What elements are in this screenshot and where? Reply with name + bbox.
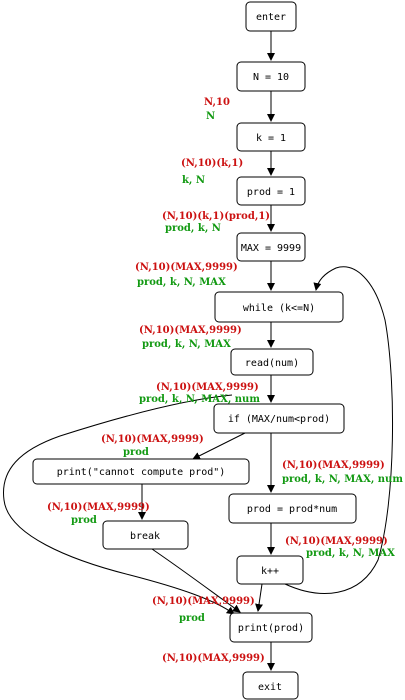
annotation-12-constants: (N,10)(MAX,9999) (162, 653, 265, 664)
node-read-label: read(num) (245, 358, 299, 369)
node-k-increment-label: k++ (261, 566, 279, 577)
annotation-11-constants: (N,10)(MAX,9999) (152, 596, 255, 607)
node-max-assign[interactable]: MAX = 9999 (236, 232, 306, 262)
annotation-9-constants: (N,10)(MAX,9999) (47, 502, 150, 513)
node-if[interactable]: if (MAX/num<prod) (213, 403, 345, 434)
annotation-11-live: prod (179, 613, 205, 624)
node-n-assign-label: N = 10 (253, 72, 289, 83)
node-exit[interactable]: exit (242, 671, 299, 700)
node-prod-assign-label: prod = 1 (247, 187, 295, 198)
node-k-assign-label: k = 1 (256, 133, 286, 144)
annotation-8-live: prod, k, N, MAX, num (282, 474, 403, 485)
node-enter[interactable]: enter (245, 1, 297, 32)
node-max-assign-label: MAX = 9999 (241, 243, 301, 254)
node-print-error-label: print("cannot compute prod") (57, 467, 226, 478)
annotation-5-live: prod, k, N, MAX (142, 339, 231, 350)
annotation-9-live: prod (71, 515, 97, 526)
annotations: N,10 N (N,10)(k,1) k, N (N,10)(k,1)(prod… (47, 97, 403, 664)
edge-if-printerr (192, 432, 246, 460)
node-k-assign[interactable]: k = 1 (236, 122, 306, 152)
node-print-error[interactable]: print("cannot compute prod") (32, 458, 250, 485)
node-read[interactable]: read(num) (230, 348, 314, 376)
edge-kpp-printprod (255, 583, 263, 612)
edges (3, 31, 394, 671)
node-while[interactable]: while (k<=N) (214, 291, 344, 323)
node-prod-assign[interactable]: prod = 1 (236, 176, 306, 206)
node-if-label: if (MAX/num<prod) (228, 414, 330, 425)
node-n-assign[interactable]: N = 10 (236, 61, 306, 92)
annotation-1-live: N (206, 111, 215, 122)
annotation-3-live: prod, k, N (165, 223, 221, 234)
annotation-2-constants: (N,10)(k,1) (181, 158, 243, 169)
node-k-increment[interactable]: k++ (236, 555, 304, 585)
annotation-7-constants: (N,10)(MAX,9999) (101, 434, 204, 445)
annotation-4-constants: (N,10)(MAX,9999) (135, 262, 238, 273)
annotation-10-live: prod, k, N, MAX (306, 548, 395, 559)
annotation-6-constants: (N,10)(MAX,9999) (156, 382, 259, 393)
annotation-6-live: prod, k, N, MAX, num (139, 394, 260, 405)
annotation-8-constants: (N,10)(MAX,9999) (282, 460, 385, 471)
node-prod-multiply-label: prod = prod*num (247, 504, 337, 515)
annotation-3-constants: (N,10)(k,1)(prod,1) (162, 211, 270, 222)
node-prod-multiply[interactable]: prod = prod*num (228, 493, 357, 524)
node-print-prod[interactable]: print(prod) (229, 612, 313, 643)
node-break[interactable]: break (102, 520, 189, 550)
annotation-5-constants: (N,10)(MAX,9999) (139, 325, 242, 336)
annotation-2-live: k, N (182, 175, 205, 186)
annotation-7-live: prod (123, 447, 149, 458)
annotation-10-constants: (N,10)(MAX,9999) (285, 536, 388, 547)
node-break-label: break (130, 531, 160, 542)
edge-while-printprod-loop (3, 394, 235, 615)
node-print-prod-label: print(prod) (238, 623, 304, 634)
node-while-label: while (k<=N) (243, 303, 315, 314)
edge-kpp-while-loop (284, 266, 394, 594)
annotation-1-constants: N,10 (204, 97, 230, 108)
annotation-4-live: prod, k, N, MAX (137, 277, 226, 288)
node-enter-label: enter (256, 12, 286, 23)
node-exit-label: exit (258, 682, 282, 693)
